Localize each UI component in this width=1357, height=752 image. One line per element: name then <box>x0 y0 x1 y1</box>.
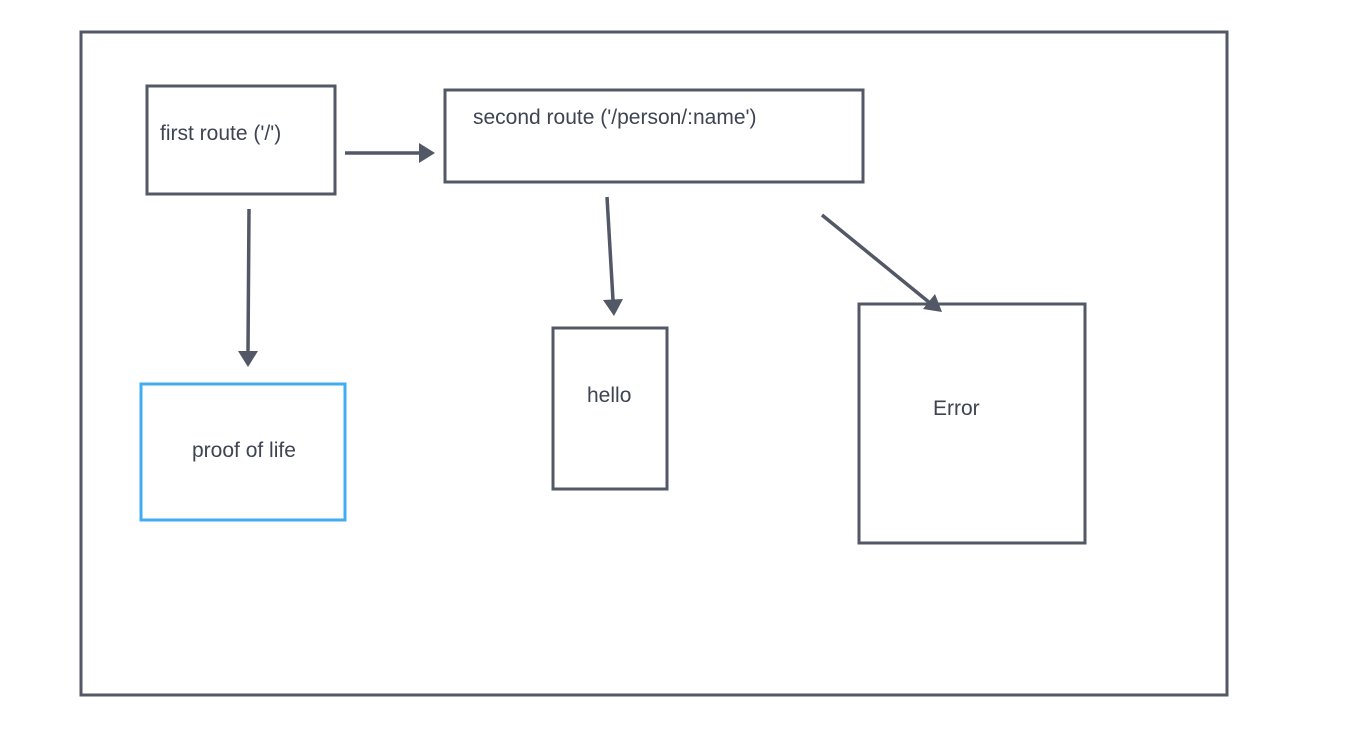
edge-second-to-error <box>820 213 942 312</box>
proof-of-life-box <box>139 382 347 522</box>
arrowhead-icon <box>923 294 942 312</box>
first-route-box <box>145 84 337 196</box>
second-route-box <box>443 88 865 184</box>
edge-second-to-error-line <box>820 213 932 305</box>
error-node[interactable]: Error <box>857 302 1087 545</box>
second-route-node[interactable]: second route ('/person/:name') <box>443 88 865 184</box>
hello-node[interactable]: hello <box>551 326 669 491</box>
edge-first-to-second <box>345 143 435 163</box>
hello-box <box>551 326 669 491</box>
hello-label: hello <box>587 384 631 407</box>
edge-first-to-proof-of-life-line <box>246 208 251 353</box>
first-route-node[interactable]: first route ('/') <box>145 84 337 196</box>
error-box <box>857 302 1087 545</box>
arrowhead-icon <box>603 299 623 316</box>
edge-first-to-proof-of-life <box>238 208 258 367</box>
second-route-label: second route ('/person/:name') <box>473 106 757 129</box>
proof-of-life-node[interactable]: proof of life <box>139 382 347 522</box>
arrowhead-icon <box>238 351 258 367</box>
error-label: Error <box>933 397 980 420</box>
arrowhead-icon <box>419 143 435 163</box>
edge-second-to-hello <box>603 196 623 316</box>
edge-second-to-hello-line <box>605 196 615 301</box>
first-route-label: first route ('/') <box>160 122 281 145</box>
proof-of-life-label: proof of life <box>192 439 296 462</box>
